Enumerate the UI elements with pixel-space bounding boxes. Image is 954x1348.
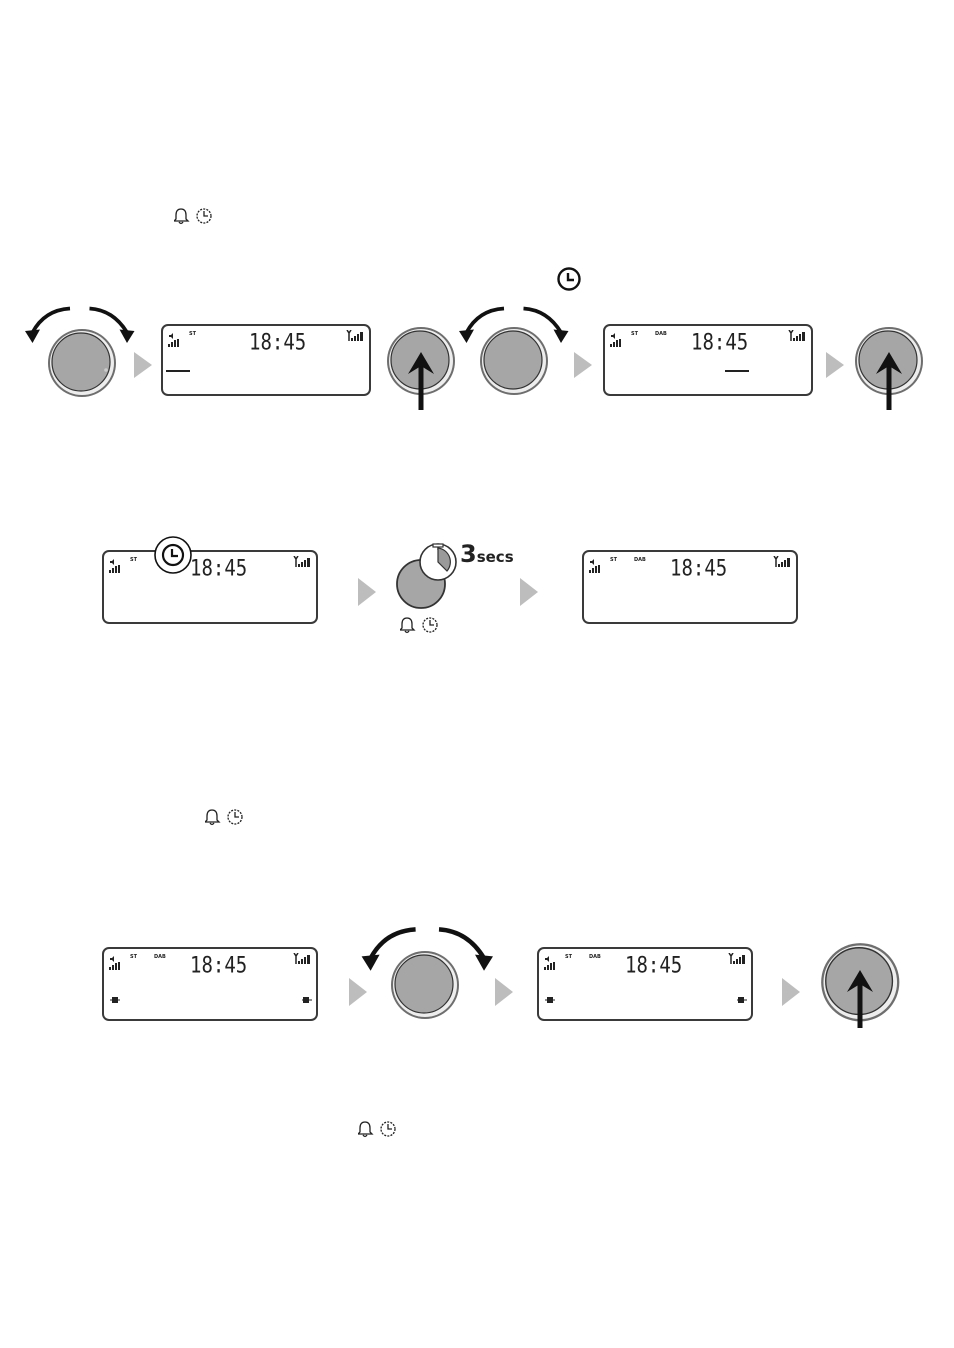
lcd-display-1: ST 18:45 [161, 324, 371, 396]
st-label: ST [130, 954, 137, 960]
alarm-clock-icon [228, 810, 242, 824]
rotate-knob-1[interactable] [22, 304, 142, 400]
bell-alarm-icons-4 [358, 1120, 400, 1140]
next-step-arrow [134, 352, 152, 378]
cursor [166, 370, 190, 372]
bell-icon [358, 1122, 372, 1137]
antenna-icon [347, 330, 363, 341]
bell-alarm-icons-2 [400, 616, 442, 636]
st-label: ST [610, 557, 617, 563]
antenna-icon [774, 556, 790, 567]
dab-label: DAB [154, 954, 166, 960]
bell-icon [400, 618, 414, 633]
time-display: 18:45 [190, 953, 247, 978]
lcd-display-5: ST DAB 18:45 [102, 947, 318, 1021]
dab-label: DAB [655, 331, 667, 337]
bell-icon [174, 209, 188, 224]
time-display: 18:45 [190, 556, 247, 581]
hold-button[interactable] [395, 540, 465, 612]
time-display: 18:45 [691, 330, 748, 355]
antenna-icon [789, 330, 805, 341]
timer-unit: secs [477, 548, 514, 566]
time-display: 18:45 [625, 953, 682, 978]
st-label: ST [631, 331, 638, 337]
time-display: 18:45 [249, 330, 306, 355]
signal-icon [168, 339, 179, 347]
alarm-clock-icon [197, 209, 211, 223]
timer-label: 3secs [460, 540, 514, 568]
dab-label: DAB [634, 557, 646, 563]
next-step-arrow [574, 352, 592, 378]
rotate-knob-2[interactable] [456, 304, 576, 400]
dab-label: DAB [589, 954, 601, 960]
time-display: 18:45 [670, 556, 727, 581]
right-indicator-icon [737, 995, 747, 1005]
signal-icon [544, 962, 555, 970]
clock-icon [556, 266, 582, 292]
press-knob-3[interactable] [820, 942, 904, 1042]
alarm-clock-icon [381, 1122, 395, 1136]
lcd-display-2: ST DAB 18:45 [603, 324, 813, 396]
st-label: ST [565, 954, 572, 960]
left-indicator-icon [110, 995, 120, 1005]
bell-alarm-icons-1 [174, 207, 216, 227]
press-knob-2[interactable] [854, 326, 926, 412]
signal-icon [109, 962, 120, 970]
next-step-arrow [520, 578, 538, 606]
st-label: ST [189, 331, 196, 337]
signal-icon [589, 565, 600, 573]
lcd-display-4: ST DAB 18:45 [582, 550, 798, 624]
antenna-icon [294, 556, 310, 567]
left-indicator-icon [545, 995, 555, 1005]
timer-number: 3 [460, 540, 477, 568]
bell-icon [205, 810, 219, 825]
clock-icon [153, 535, 193, 575]
antenna-icon [294, 953, 310, 964]
lcd-display-6: ST DAB 18:45 [537, 947, 753, 1021]
stopwatch-icon [420, 544, 456, 580]
st-label: ST [130, 557, 137, 563]
cursor [725, 370, 749, 372]
antenna-icon [729, 953, 745, 964]
alarm-clock-icon [423, 618, 437, 632]
next-step-arrow [782, 978, 800, 1006]
next-step-arrow [495, 978, 513, 1006]
next-step-arrow [358, 578, 376, 606]
bell-alarm-icons-3 [205, 808, 247, 828]
lcd-display-3: ST 18:45 [102, 550, 318, 624]
signal-icon [109, 565, 120, 573]
rotate-knob-3[interactable] [358, 924, 498, 1034]
right-indicator-icon [302, 995, 312, 1005]
press-knob-1[interactable] [386, 326, 458, 412]
signal-icon [610, 339, 621, 347]
next-step-arrow [826, 352, 844, 378]
